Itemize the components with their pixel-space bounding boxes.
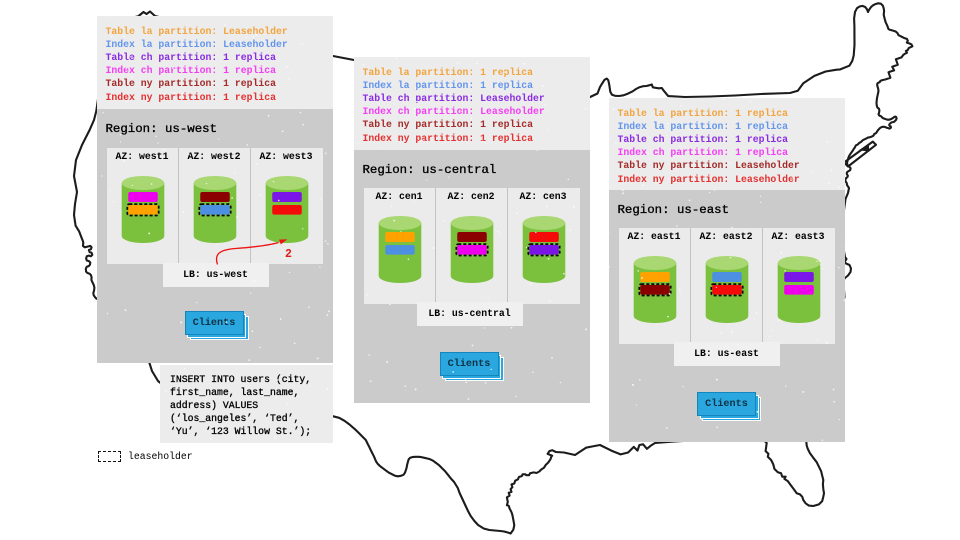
svg-text:2: 2 — [285, 248, 292, 261]
